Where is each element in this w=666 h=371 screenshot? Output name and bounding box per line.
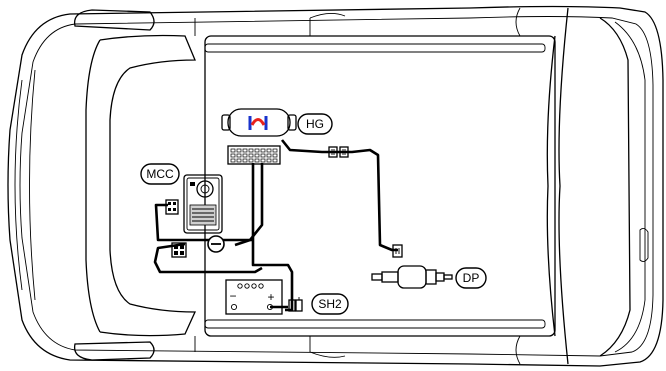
connector-pin — [260, 153, 266, 158]
connector-pin — [272, 148, 278, 153]
inline-plug — [328, 146, 349, 158]
connector-pin — [248, 153, 254, 158]
wiring-harness — [153, 139, 398, 312]
wire-to-control-unit — [154, 203, 253, 242]
connector-pin — [248, 148, 254, 153]
connector-pin — [260, 158, 266, 163]
battery: − + — [225, 279, 283, 315]
fuse-holder — [288, 297, 303, 312]
fuse-holder-label-badge: SH2 — [311, 293, 349, 315]
connector-pin — [242, 153, 248, 158]
connector-pin — [230, 153, 236, 158]
heater-unit — [221, 108, 297, 137]
wire-to-battery — [251, 163, 294, 312]
connector-pin — [236, 153, 242, 158]
connector-pin — [242, 158, 248, 163]
pump-label-badge: DP — [455, 267, 487, 289]
connector-pin — [260, 148, 266, 153]
control-plug-lower — [171, 242, 187, 258]
connector-pin — [254, 158, 260, 163]
flame-icon — [248, 116, 268, 130]
control-unit-label: MCC — [146, 167, 174, 181]
connector-pin — [236, 148, 242, 153]
battery-plus-label: + — [267, 290, 274, 304]
connector-pin — [272, 158, 278, 163]
vehicle-outline — [7, 5, 664, 367]
connector-pins — [230, 148, 278, 163]
connector-pin — [242, 148, 248, 153]
pump-plug — [392, 244, 403, 258]
heater-label: HG — [306, 117, 324, 131]
fuse-holder-label: SH2 — [318, 297, 342, 311]
connector-pin — [254, 153, 260, 158]
connector-pin — [230, 148, 236, 153]
heater-connector-block — [227, 145, 281, 165]
connector-pin — [272, 153, 278, 158]
connector-pin — [236, 158, 242, 163]
control-unit — [183, 174, 223, 234]
control-plug-upper — [165, 199, 179, 215]
ground-icon — [207, 235, 225, 253]
connector-pin — [230, 158, 236, 163]
dosing-pump — [371, 265, 453, 289]
connector-pin — [266, 158, 272, 163]
heater-label-badge: HG — [297, 113, 333, 135]
pump-label: DP — [463, 271, 480, 285]
wire-heater-to-pump — [280, 139, 398, 252]
connector-pin — [254, 148, 260, 153]
wire-control-loop — [153, 242, 263, 274]
control-unit-badge: MCC — [140, 163, 180, 185]
battery-minus-label: − — [229, 289, 236, 303]
connector-pin — [248, 158, 254, 163]
wire-main-trunk — [234, 163, 264, 247]
connector-pin — [266, 148, 272, 153]
connector-pin — [266, 153, 272, 158]
